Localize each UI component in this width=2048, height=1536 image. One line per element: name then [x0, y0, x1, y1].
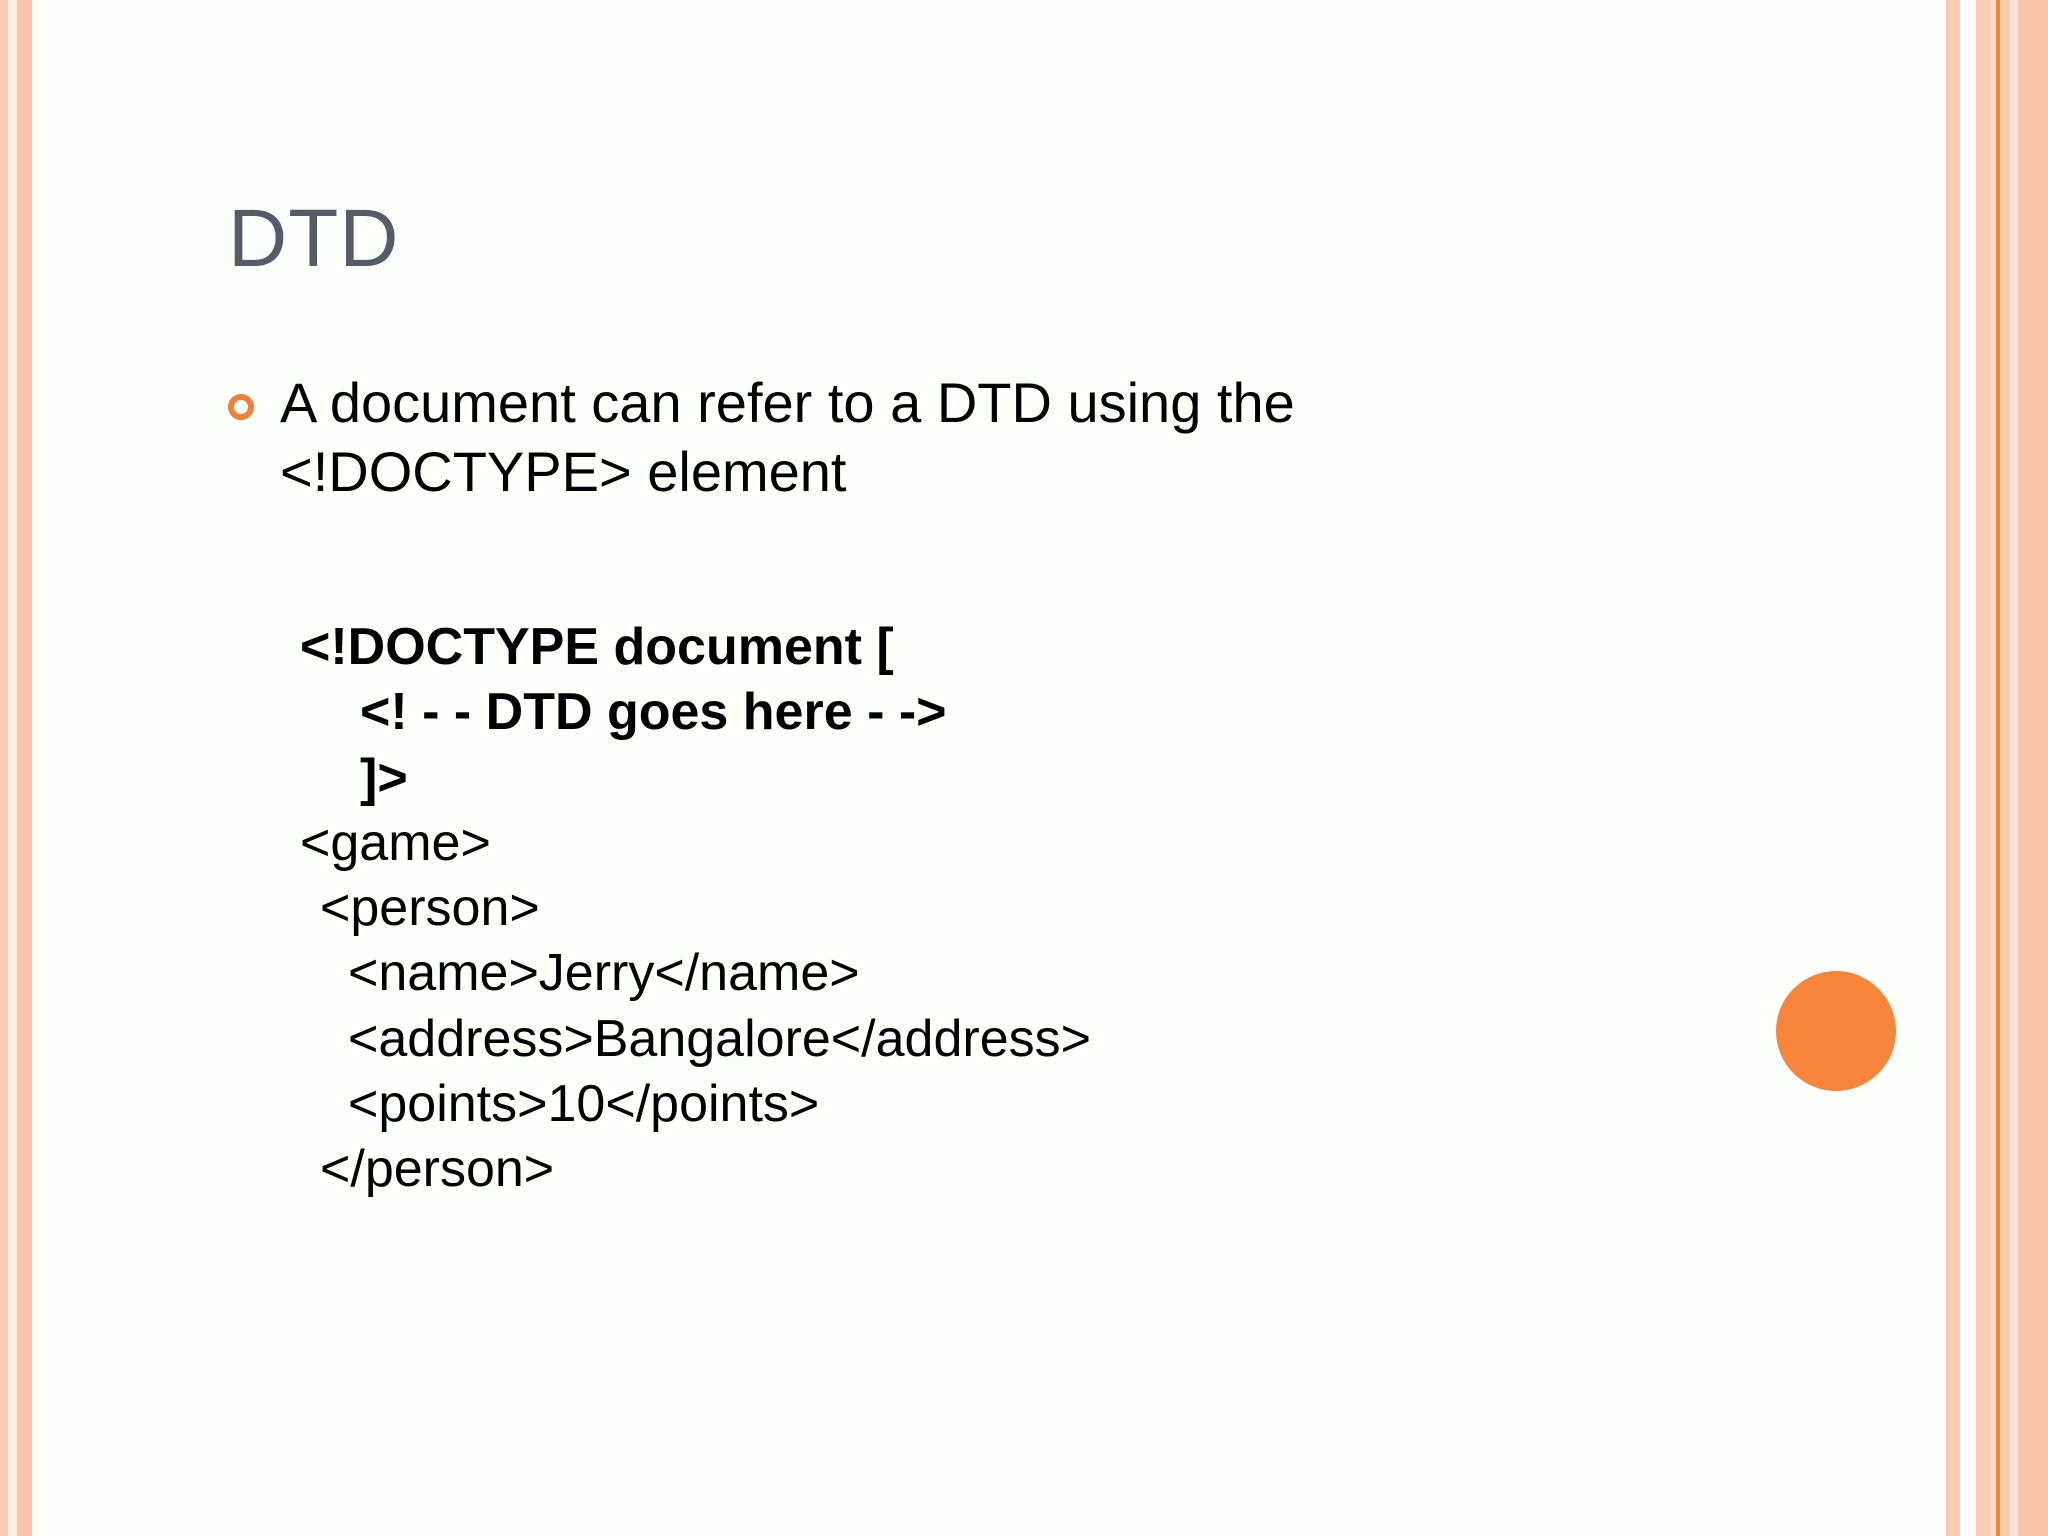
- ring-bullet-icon: [228, 394, 254, 420]
- right-border-stripe-4: [2000, 0, 2010, 1536]
- bullet-list-item: A document can refer to a DTD using the …: [228, 368, 1628, 507]
- right-border-stripe-orange-line: [1996, 0, 2000, 1536]
- right-border-stripe-outer: [2018, 0, 2048, 1536]
- left-border-stripe-outer: [0, 0, 8, 1536]
- page-title: DTD: [228, 193, 400, 284]
- left-border-stripe-peach: [17, 0, 32, 1536]
- code-line: <address>Bangalore</address>: [348, 1009, 1091, 1068]
- code-line: ]>: [360, 748, 408, 807]
- right-border-stripe-5: [2010, 0, 2018, 1536]
- code-line: <name>Jerry</name>: [348, 944, 860, 1003]
- right-border-stripe-1: [1946, 0, 1960, 1536]
- right-border-stripe-gap: [1960, 0, 1976, 1536]
- right-border-stripe-3: [1990, 0, 1996, 1536]
- code-line: <person>: [320, 879, 540, 937]
- left-border-stripe-light: [8, 0, 17, 1536]
- code-sample-block: <!DOCTYPE document [ <! - - DTD goes here…: [300, 615, 1091, 1202]
- code-line: </person>: [320, 1140, 555, 1198]
- orange-circle-decoration: [1776, 971, 1896, 1091]
- bullet-item-text: A document can refer to a DTD using the …: [280, 371, 1295, 504]
- code-line: <! - - DTD goes here - ->: [360, 683, 947, 742]
- code-line: <!DOCTYPE document [: [300, 618, 894, 676]
- code-line: <game>: [300, 813, 491, 872]
- right-border-stripe-2: [1976, 0, 1990, 1536]
- code-line: <points>10</points>: [348, 1074, 820, 1133]
